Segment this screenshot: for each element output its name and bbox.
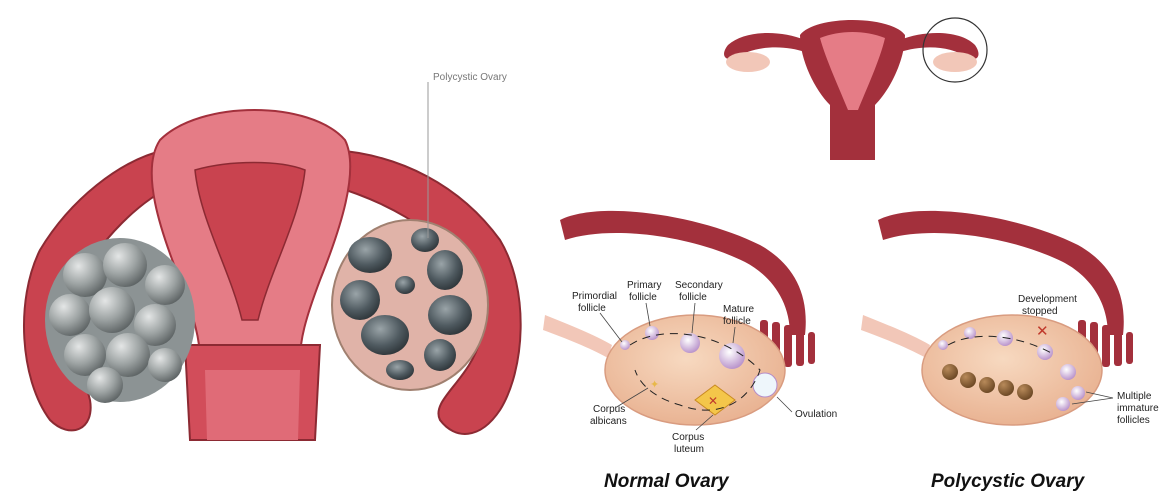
corpus-luteum-mark: ✕ — [708, 394, 718, 408]
label-multiple-2: immature — [1117, 403, 1159, 414]
pcos-brown-body — [998, 380, 1014, 396]
normal-ovary-title: Normal Ovary — [604, 471, 730, 492]
label-multiple-1: Multiple — [1117, 391, 1152, 402]
pcos-follicle — [964, 327, 976, 339]
pcos-follicle — [1071, 386, 1085, 400]
pcos-ligament — [861, 315, 930, 358]
label-albicans-2: albicans — [590, 416, 627, 427]
polycystic-ovary-diagram: ✕ Development stopped Multiple immature … — [861, 211, 1159, 492]
polycystic-ovary-title: Polycystic Ovary — [931, 471, 1086, 492]
polycystic-ovary-callout: Polycystic Ovary — [433, 72, 507, 83]
normal-ovary-body — [605, 315, 785, 425]
label-mature-2: follicle — [723, 316, 751, 327]
label-primary-1: Primary — [627, 280, 661, 291]
label-luteum-1: Corpus — [672, 432, 704, 443]
pcos-follicle — [1056, 397, 1070, 411]
label-primordial-2: follicle — [578, 303, 606, 314]
normal-ovary-diagram: ✕ ✦ Primordial follicle Primary follicle… — [543, 211, 837, 492]
label-development-1: Development — [1018, 294, 1077, 305]
pcos-follicle — [1037, 344, 1053, 360]
right-polycystic-ovary-section — [332, 220, 488, 390]
label-ovulation: Ovulation — [795, 409, 837, 420]
primary-follicle — [645, 326, 659, 340]
label-multiple-3: follicles — [1117, 415, 1150, 426]
vaginal-canal — [205, 370, 300, 440]
mature-follicle — [719, 343, 745, 369]
left-polycystic-ovary — [45, 238, 195, 403]
pcos-brown-body — [979, 377, 995, 393]
pcos-brown-body — [960, 372, 976, 388]
label-secondary-2: follicle — [679, 292, 707, 303]
label-mature-1: Mature — [723, 304, 755, 315]
small-right-ovary — [933, 52, 977, 72]
corpus-albicans-mark: ✦ — [650, 379, 659, 391]
ovulating-follicle — [753, 373, 777, 397]
pcos-brown-body — [942, 364, 958, 380]
pcos-follicle — [938, 340, 948, 350]
secondary-follicle — [680, 333, 700, 353]
normal-ligament — [543, 315, 612, 358]
pcos-follicle — [1060, 364, 1076, 380]
uterus-illustration: Polycystic Ovary — [24, 72, 521, 440]
pcos-brown-body — [1017, 384, 1033, 400]
label-primordial-1: Primordial — [572, 291, 617, 302]
label-primary-2: follicle — [629, 292, 657, 303]
label-luteum-2: luteum — [674, 444, 704, 455]
label-development-2: stopped — [1022, 306, 1058, 317]
label-albicans-1: Corpus — [593, 404, 625, 415]
development-stopped-mark: ✕ — [1036, 323, 1049, 340]
small-uterus-diagram — [724, 18, 987, 160]
small-left-ovary — [726, 52, 770, 72]
label-secondary-1: Secondary — [675, 280, 723, 291]
